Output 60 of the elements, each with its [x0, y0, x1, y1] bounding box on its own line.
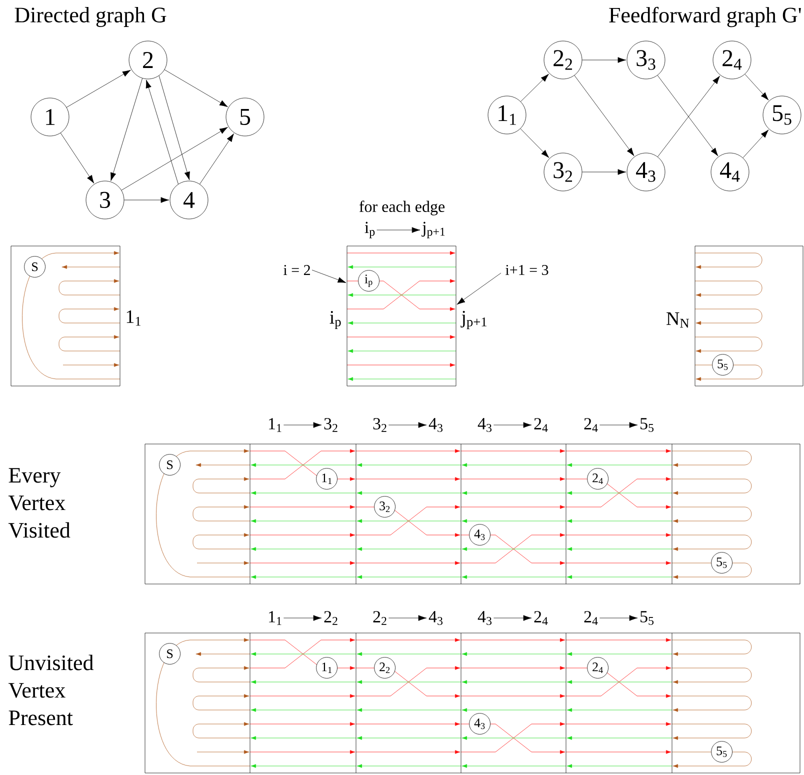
track-panel [10, 246, 120, 386]
arrow [200, 133, 234, 184]
vertex-label: 2$_{4}$ [584, 418, 598, 432]
vertex-label: N$_{N}$ [666, 312, 689, 328]
arrow [376, 227, 420, 233]
vertex-label: i$_{p}$ [364, 222, 375, 238]
graph-title: Directed graph G [14, 7, 166, 27]
annotation-text: i = 2 [284, 265, 310, 275]
vertex-label: 1$_{1}$ [269, 611, 282, 625]
arrow [520, 128, 550, 158]
track-panel [694, 246, 804, 386]
leader-line [312, 270, 346, 283]
vertex-label: 1$_{1}$ [126, 310, 141, 326]
arrow [742, 130, 769, 158]
leader-line [456, 272, 502, 305]
vertex-label: 4$_{3}$ [478, 611, 492, 625]
track-panel [144, 632, 800, 774]
arrow [493, 422, 532, 428]
arrow [520, 74, 549, 102]
vertex-label: 2$_{4}$ [534, 611, 548, 625]
arrow [110, 78, 143, 181]
arrow [164, 70, 228, 107]
vertex-label: 3$_{2}$ [373, 418, 386, 432]
arrow [599, 615, 638, 621]
arrow [744, 74, 769, 100]
vertex-label: i$_{p}$ [330, 311, 341, 329]
row-label: Unvisited Vertex Present [8, 654, 94, 726]
arrow [388, 422, 427, 428]
arrow [158, 76, 190, 180]
arrow [60, 132, 94, 184]
vertex-label: 3$_{2}$ [324, 418, 338, 432]
vertex-label: 5$_{5}$ [640, 611, 654, 625]
vertex-label: 4$_{3}$ [428, 418, 443, 432]
arrow [582, 169, 626, 175]
arrow [283, 422, 322, 428]
vertex-label: 2$_{4}$ [584, 611, 598, 625]
annotation-text: i+1 = 3 [506, 264, 548, 276]
vertex-label: 4$_{3}$ [428, 611, 443, 625]
arrow [388, 615, 427, 621]
arrow [146, 80, 178, 184]
arrow [493, 615, 532, 621]
vertex-label: 2$_{2}$ [324, 611, 338, 625]
arrow [574, 75, 634, 156]
row-label: Every Vertex Visited [8, 468, 70, 538]
arrow [283, 615, 322, 621]
vertex-label: 1$_{1}$ [269, 418, 282, 432]
vertex-label: 2$_{4}$ [534, 418, 548, 432]
arrow [121, 127, 228, 190]
vertex-label: 4$_{3}$ [478, 418, 492, 432]
vertex-label: j$_{p+1}$ [422, 222, 445, 238]
vertex-label: j$_{p+1}$ [460, 310, 486, 330]
graph-title: Feedforward graph G' [609, 6, 801, 28]
arrow [582, 57, 626, 63]
arrow [599, 422, 638, 428]
vertex-label: 2$_{2}$ [373, 611, 386, 625]
caption-text: for each edge [359, 200, 445, 216]
vertex-label: 5$_{5}$ [640, 418, 654, 432]
track-panel [144, 444, 800, 584]
arrow [124, 197, 170, 203]
arrow [66, 70, 131, 108]
